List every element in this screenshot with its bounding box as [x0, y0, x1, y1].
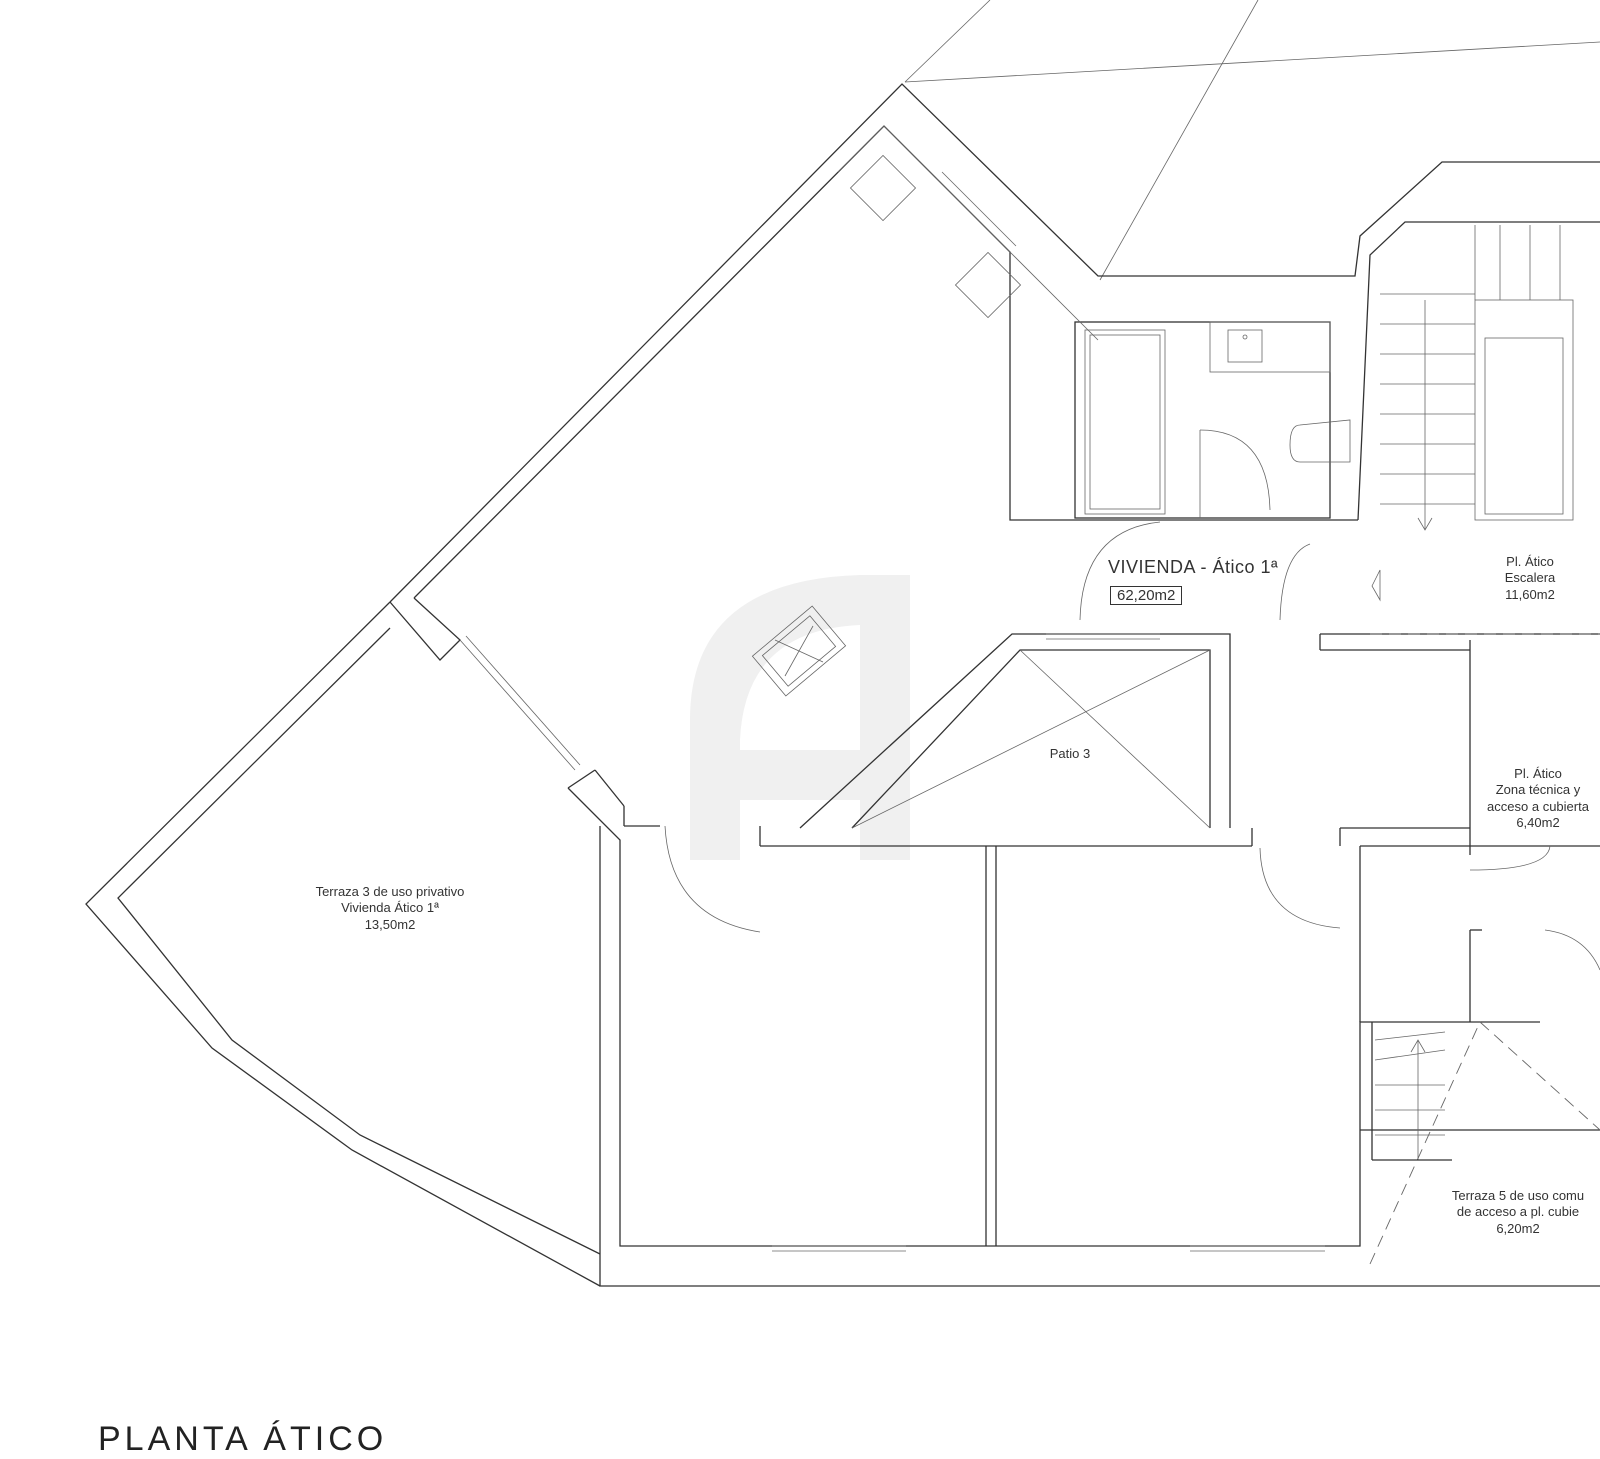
terrace-3-outline [85, 601, 601, 1287]
page-title: PLANTA ÁTICO [98, 1420, 388, 1458]
terrace-3-label: Terraza 3 de uso privativo Vivienda Átic… [280, 884, 500, 933]
technical-zone-line3: acceso a cubierta [1487, 798, 1589, 814]
terrace-3-line2: Vivienda Ático 1ª [341, 900, 439, 916]
technical-zone-label: Pl. Ático Zona técnica y acceso a cubier… [1476, 766, 1600, 831]
unit-area-box: 62,20m2 [1110, 586, 1183, 606]
stair-label: Pl. Ático Escalera 11,60m2 [1470, 554, 1590, 603]
stair-line1: Pl. Ático [1506, 554, 1554, 569]
terrace-3-line1: Terraza 3 de uso privativo [315, 884, 465, 899]
door-swings [664, 521, 1600, 971]
skylight [751, 605, 847, 697]
bathroom [1074, 321, 1351, 519]
terrace-5-label: Terraza 5 de uso comu de acceso a pl. cu… [1436, 1188, 1600, 1237]
unit-label: VIVIENDA - Ático 1ª [1108, 557, 1279, 577]
secondary-stair [1371, 1022, 1452, 1161]
terrace-5-area: 6,20m2 [1496, 1220, 1540, 1236]
unit-area: 62,20m2 [1110, 586, 1183, 605]
kitchen-counter [837, 125, 1099, 341]
technical-zone-area: 6,40m2 [1516, 814, 1560, 830]
exterior-walls [389, 83, 1600, 1287]
interior-walls [985, 633, 1600, 1265]
technical-zone-line2: Zona técnica y [1495, 782, 1581, 798]
terrace-3-area: 13,50m2 [364, 916, 416, 932]
windows [459, 171, 1325, 1252]
stair-area: 11,60m2 [1505, 586, 1555, 602]
terrace-5-line1: Terraza 5 de uso comu [1451, 1188, 1585, 1203]
terrace-5-line2: de acceso a pl. cubie [1456, 1204, 1580, 1220]
watermark-logo [690, 575, 910, 860]
site-lines [904, 0, 1600, 281]
stair-line2: Escalera [1504, 570, 1556, 586]
technical-zone-line1: Pl. Ático [1514, 766, 1562, 781]
main-stair [1380, 225, 1574, 531]
patio-label: Patio 3 [1049, 746, 1091, 761]
